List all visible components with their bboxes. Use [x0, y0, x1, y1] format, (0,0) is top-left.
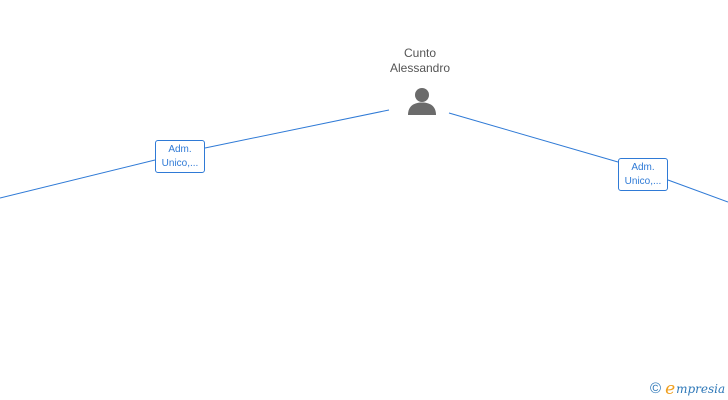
person-name[interactable]: Cunto Alessandro [360, 46, 480, 76]
edge-left-outer [0, 159, 156, 199]
role-box-left[interactable]: Adm. Unico,... [155, 140, 205, 173]
role-label-line2: Unico,... [624, 176, 662, 187]
edge-right-inner [448, 112, 619, 163]
edge-right-outer [667, 179, 728, 203]
person-icon[interactable] [406, 86, 438, 118]
person-name-line2: Alessandro [389, 61, 451, 75]
role-label-line1: Adm. [631, 162, 655, 173]
role-box-right[interactable]: Adm. Unico,... [618, 158, 668, 191]
brand-logo: © e mpresia [650, 379, 725, 399]
edge-left-inner [204, 109, 390, 149]
role-label-line1: Adm. [168, 144, 192, 155]
copyright-icon: © [650, 380, 662, 397]
brand-initial: e [665, 379, 676, 399]
brand-name: mpresia [676, 382, 726, 396]
person-name-line1: Cunto [403, 46, 437, 60]
role-label-line2: Unico,... [161, 158, 199, 169]
